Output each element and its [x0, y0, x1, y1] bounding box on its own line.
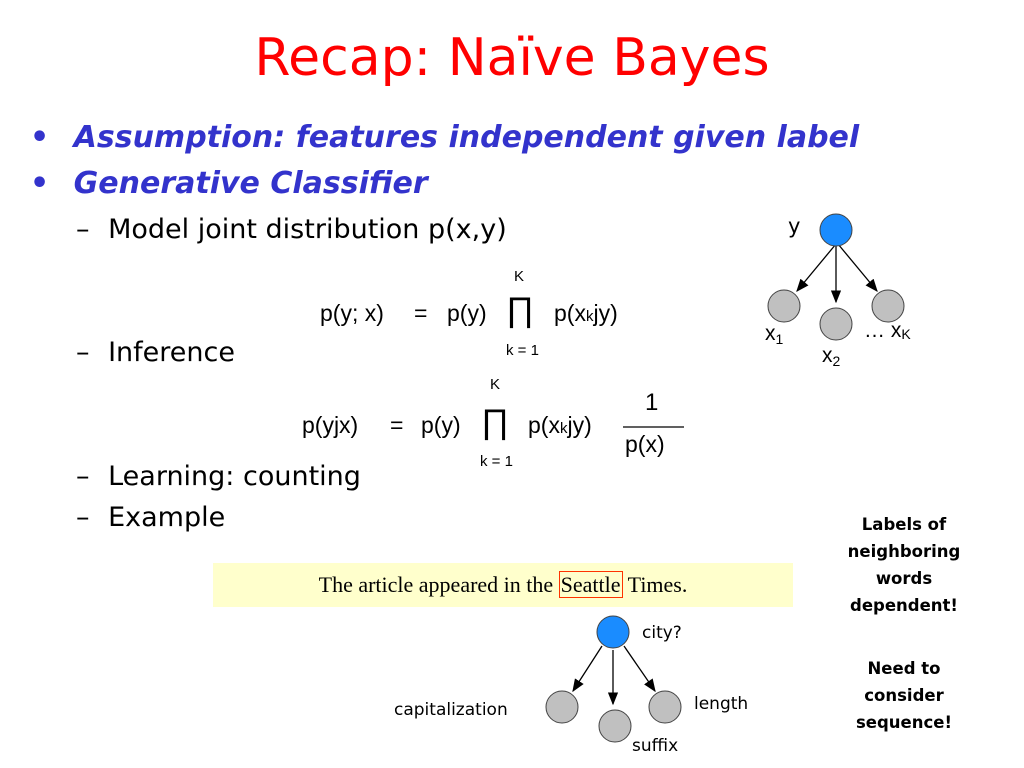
bullet-generative: • Generative Classifier	[30, 166, 428, 201]
dash-marker: –	[76, 461, 90, 492]
eq1-equals: =	[414, 300, 428, 326]
subitem-learning: – Learning: counting	[76, 461, 361, 492]
label-xk-sub: K	[901, 326, 911, 342]
label-x2-sub: 2	[832, 353, 841, 369]
note-labels-dependent: Labels of neighboring words dependent!	[826, 511, 982, 619]
note-line: dependent!	[850, 596, 958, 615]
eq1-term-close: jy)	[593, 300, 618, 326]
eq1-term-open: p(x	[554, 300, 586, 326]
node-city	[596, 615, 630, 649]
note-line: Need to	[867, 659, 941, 678]
subitem-example: – Example	[76, 502, 225, 533]
edge-y-x1	[796, 243, 837, 293]
label-suffix: suffix	[632, 736, 679, 756]
edge-city-length	[623, 645, 656, 693]
eq2-term: p(xkjy)	[528, 412, 592, 439]
bullet-marker: •	[30, 166, 50, 201]
eq2-product-upper: K	[490, 376, 501, 393]
eq2-product-lower: k = 1	[480, 453, 513, 470]
slide-title: Recap: Naïve Bayes	[254, 28, 770, 88]
product-symbol: ∏	[481, 403, 509, 441]
dash-marker: –	[76, 502, 90, 533]
product-symbol: ∏	[506, 291, 534, 329]
subitem-model-joint-text: Model joint distribution p(x,y)	[108, 214, 507, 245]
subitem-inference-text: Inference	[108, 337, 235, 368]
label-xk: … xK	[864, 319, 911, 343]
node-suffix	[598, 709, 632, 743]
note-consider-sequence: Need to consider sequence!	[826, 655, 982, 736]
eq1-product-lower: k = 1	[506, 342, 539, 359]
dash-marker: –	[76, 337, 90, 368]
label-length: length	[694, 694, 749, 714]
subitem-model-joint: – Model joint distribution p(x,y)	[76, 214, 507, 245]
bullet-assumption: • Assumption: features independent given…	[30, 120, 859, 155]
eq1-prior: p(y)	[447, 300, 487, 326]
subitem-example-text: Example	[108, 502, 226, 533]
sentence-after: Times.	[622, 572, 688, 597]
eq2-lhs: p(yjx)	[302, 412, 359, 438]
label-x1-sub: 1	[775, 331, 784, 347]
label-x2: x2	[822, 344, 840, 369]
eq2-term-open: p(x	[528, 412, 560, 438]
example-graph	[545, 615, 682, 743]
node-x2	[819, 307, 853, 341]
node-y	[819, 213, 853, 247]
note-line: consider	[864, 686, 944, 705]
label-x2-main: x	[822, 344, 833, 367]
note-line: sequence!	[855, 713, 952, 732]
eq2-term-sub: k	[559, 420, 568, 437]
note-line: words	[875, 569, 933, 588]
subitem-learning-text: Learning: counting	[108, 461, 361, 492]
note-line: Labels of	[861, 515, 947, 534]
eq2-fraction-denominator: p(x)	[625, 431, 665, 457]
node-capitalization	[545, 690, 579, 724]
label-x1-main: x	[765, 322, 776, 345]
label-capitalization: capitalization	[394, 700, 508, 720]
eq2-fraction-numerator: 1	[645, 389, 659, 416]
label-x1: x1	[765, 322, 783, 347]
eq1-lhs: p(y; x)	[320, 300, 384, 326]
highlighted-word: Seattle	[558, 571, 623, 598]
label-city: city?	[642, 623, 682, 643]
dash-marker: –	[76, 214, 90, 245]
node-xk	[871, 289, 905, 323]
edge-y-xk	[837, 243, 878, 293]
label-y: y	[788, 214, 801, 238]
bullet-assumption-text: Assumption: features independent given l…	[73, 120, 860, 155]
eq2-prior: p(y)	[421, 412, 461, 438]
eq1-term: p(xkjy)	[554, 300, 618, 327]
subitem-inference: – Inference	[76, 337, 235, 368]
eq2-term-close: jy)	[567, 412, 592, 438]
note-line: neighboring	[847, 542, 961, 561]
eq1-product-upper: K	[514, 268, 525, 285]
bullet-marker: •	[30, 120, 50, 155]
eq1-term-sub: k	[585, 308, 594, 325]
eq2-equals: =	[390, 412, 404, 438]
label-xk-main: … x	[864, 319, 902, 342]
naive-bayes-graph	[767, 213, 905, 341]
example-sentence-box	[213, 563, 793, 607]
edge-city-capitalization	[572, 645, 603, 693]
example-sentence: The article appeared in the Seattle Time…	[213, 571, 793, 598]
node-length	[648, 690, 682, 724]
bullet-generative-text: Generative Classifier	[73, 166, 428, 201]
node-x1	[767, 289, 801, 323]
sentence-before: The article appeared in the	[318, 572, 559, 597]
